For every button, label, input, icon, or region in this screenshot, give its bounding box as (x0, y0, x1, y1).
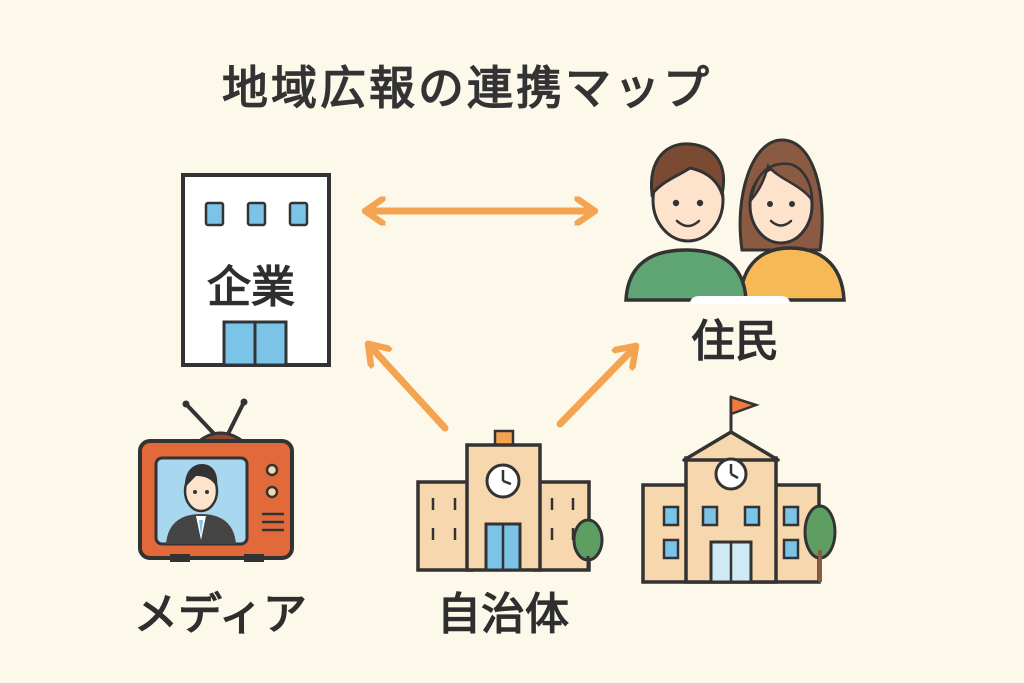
node-label-media: メディア (134, 589, 307, 640)
company-building-icon (181, 173, 331, 367)
node-label-residents: 住民 (691, 316, 779, 367)
node-label-government: 自治体 (437, 589, 569, 640)
residents-people-icon (624, 138, 846, 304)
diagram-title: 地域広報の連携マップ (222, 61, 712, 115)
node-label-company: 企業 (207, 262, 295, 313)
arrow-government-company (370, 346, 449, 432)
arrow-government-residents (556, 348, 634, 428)
media-tv-icon (138, 398, 294, 562)
school-building-icon (641, 395, 837, 584)
government-building-icon (416, 429, 604, 572)
